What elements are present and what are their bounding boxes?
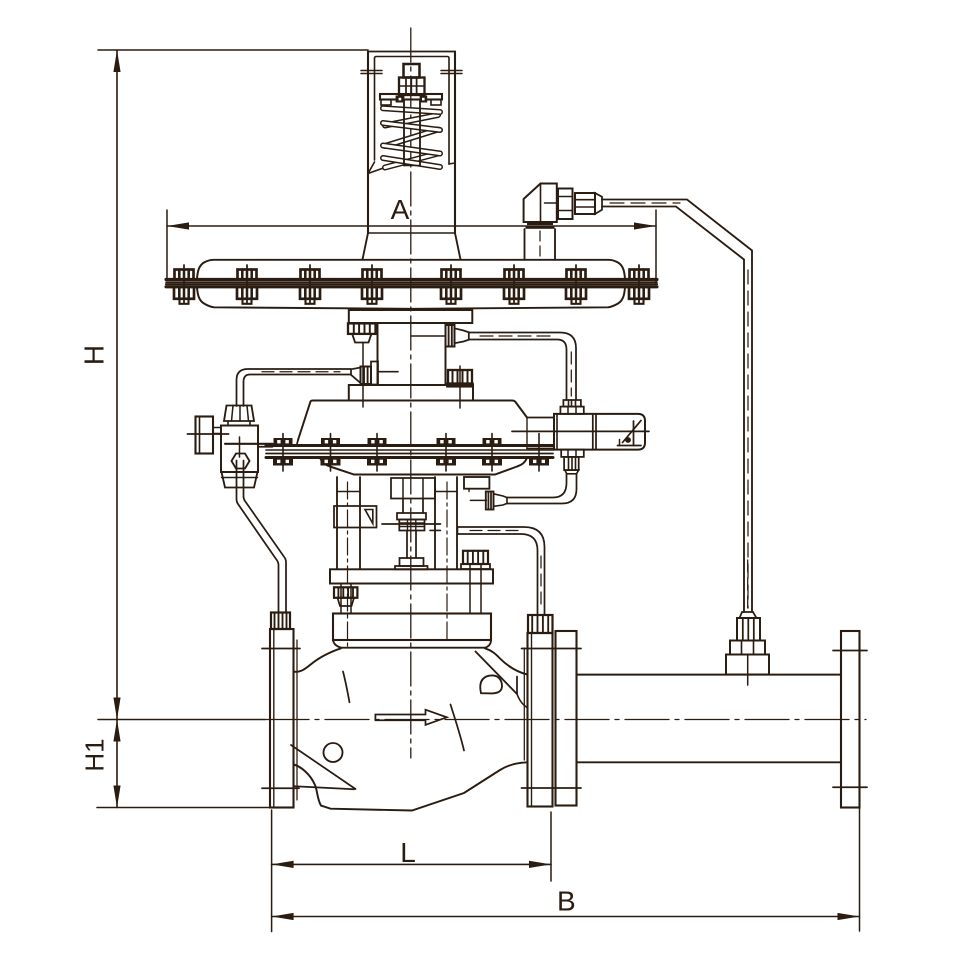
svg-text:L: L [400,837,416,868]
svg-text:A: A [391,194,410,225]
svg-text:B: B [557,886,576,917]
svg-text:H: H [79,345,110,365]
svg-text:H1: H1 [80,738,110,771]
